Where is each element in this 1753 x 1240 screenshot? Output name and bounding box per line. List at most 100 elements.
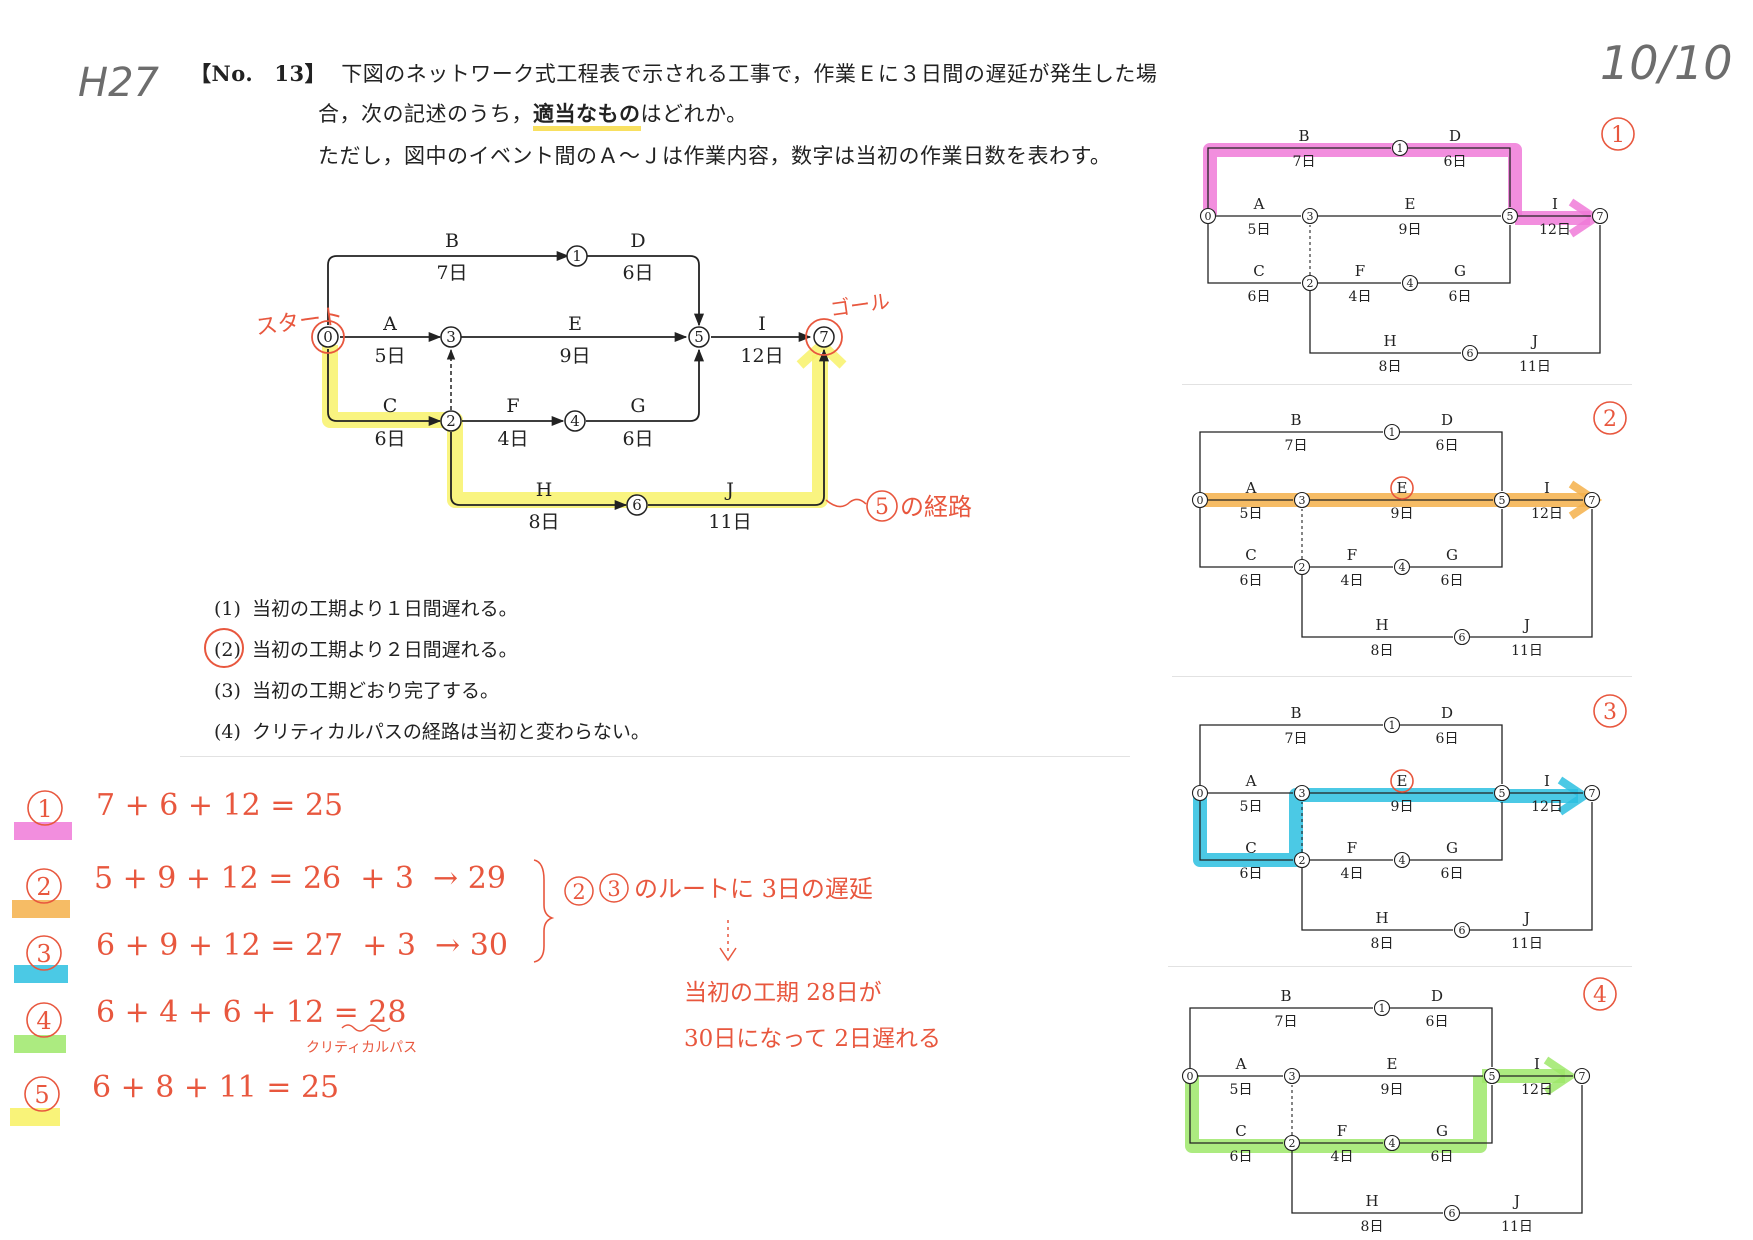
panel-1-node-0-label: 0 bbox=[1205, 210, 1212, 223]
route4-swatch bbox=[14, 1035, 66, 1053]
label-E: E bbox=[568, 313, 582, 335]
panel-1-days-J: 11日 bbox=[1519, 359, 1551, 375]
days-C: 6日 bbox=[374, 428, 405, 450]
panel-1-node-6 bbox=[1461, 344, 1479, 362]
panel-4-label-C: C bbox=[1235, 1122, 1246, 1140]
panel-4-node-5-label: 5 bbox=[1489, 1070, 1496, 1083]
panel-1-days-D: 6日 bbox=[1444, 154, 1467, 170]
panel-2-edge-B bbox=[1199, 431, 1383, 492]
panel-4-label-E: E bbox=[1387, 1055, 1398, 1073]
panel-3-label-C: C bbox=[1245, 839, 1256, 857]
panel-2-label-C: C bbox=[1245, 546, 1256, 564]
panel-4-edge-G bbox=[1400, 1085, 1493, 1144]
route3-swatch bbox=[14, 965, 68, 983]
days-A: 5日 bbox=[374, 345, 405, 367]
label-F: F bbox=[506, 395, 519, 417]
panel-2-node-3 bbox=[1293, 491, 1311, 509]
panel-1-label-C: C bbox=[1253, 262, 1264, 280]
panel-4-node-1-label: 1 bbox=[1379, 1002, 1386, 1015]
edge-B bbox=[327, 250, 570, 325]
option-3-num: (3) bbox=[214, 680, 241, 702]
panel-3-label-G: G bbox=[1446, 839, 1458, 857]
panel-2-node-1 bbox=[1383, 423, 1401, 441]
panel-4-days-H: 8日 bbox=[1361, 1219, 1384, 1235]
panel-1-node-5 bbox=[1501, 207, 1519, 225]
panel-3-edge-H bbox=[1301, 868, 1453, 931]
question-number: 13】 bbox=[274, 61, 327, 86]
node-6-label: 6 bbox=[632, 496, 642, 514]
panel-4-highlight bbox=[1185, 1075, 1487, 1153]
panel-3-node-5-label: 5 bbox=[1499, 787, 1506, 800]
question-text-2b: はどれか。 bbox=[640, 102, 748, 126]
panel-2-label-D: D bbox=[1441, 411, 1453, 429]
panel-3-number: 3 bbox=[1603, 700, 1617, 725]
panel-1-label-J: J bbox=[1530, 332, 1538, 350]
panel-2-days-B: 7日 bbox=[1285, 438, 1308, 454]
panel-3-label-I: I bbox=[1544, 772, 1550, 790]
panel-1-node-7 bbox=[1591, 207, 1609, 225]
goal-circle-mark bbox=[805, 318, 843, 356]
option-2-text: 当初の工期より２日間遅れる。 bbox=[252, 639, 518, 661]
question-text-1: 下図のネットワーク式工程表で示される工事で，作業Ｅに３日間の遅延が発生した場 bbox=[341, 62, 1158, 86]
route-panel-3: B7日D6日A5日E9日I12日C6日F4日G6日H8日J11日01234567… bbox=[1191, 694, 1627, 952]
panel-2-label-I: I bbox=[1544, 479, 1550, 497]
panel-2-node-0-label: 0 bbox=[1197, 494, 1204, 507]
panel-2-node-6 bbox=[1453, 628, 1471, 646]
route5-expr: 6 + 8 + 11 = 25 bbox=[92, 1070, 339, 1105]
panel-3-node-4-label: 4 bbox=[1399, 854, 1406, 867]
route2-num-circle bbox=[26, 868, 62, 904]
panel-4-days-I: 12日 bbox=[1521, 1082, 1553, 1098]
panel-2-days-I: 12日 bbox=[1531, 506, 1563, 522]
route5-num-circle bbox=[866, 490, 898, 522]
panel-3-days-I: 12日 bbox=[1531, 799, 1563, 815]
panel-3-label-D: D bbox=[1441, 704, 1453, 722]
panel-1-edge-B bbox=[1207, 147, 1391, 208]
panel-4-label-G: G bbox=[1436, 1122, 1448, 1140]
panel-3-node-2-label: 2 bbox=[1299, 854, 1306, 867]
panel-2-node-2-label: 2 bbox=[1299, 561, 1306, 574]
panel-1-edge-D bbox=[1408, 147, 1511, 207]
route5-highlight bbox=[322, 345, 828, 508]
divider-right-1 bbox=[1182, 384, 1632, 385]
panel-2-label-G: G bbox=[1446, 546, 1458, 564]
divider-right-2 bbox=[1172, 676, 1632, 677]
panel-3-E-mark bbox=[1390, 769, 1414, 793]
node-7 bbox=[813, 326, 835, 348]
panel-4-edge-D bbox=[1390, 1007, 1493, 1067]
node-2 bbox=[440, 410, 462, 432]
panel-3-days-E: 9日 bbox=[1391, 799, 1414, 815]
panel-1-edge-C bbox=[1207, 224, 1301, 284]
panel-3-number-circle bbox=[1593, 694, 1627, 728]
divider-right-3 bbox=[1168, 966, 1632, 967]
panel-1-node-1 bbox=[1391, 139, 1409, 157]
panel-4-days-E: 9日 bbox=[1381, 1082, 1404, 1098]
route4-num-circle bbox=[26, 1002, 62, 1038]
panel-1-node-5-label: 5 bbox=[1507, 210, 1514, 223]
option-4-num: (4) bbox=[214, 721, 241, 743]
delay-note-n3-circle bbox=[599, 873, 629, 903]
option-4: (4)クリティカルパスの経路は当初と変わらない。 bbox=[214, 717, 650, 744]
panel-4-days-G: 6日 bbox=[1431, 1149, 1454, 1165]
panel-3-node-1 bbox=[1383, 716, 1401, 734]
node-3 bbox=[440, 326, 462, 348]
panel-1-edge-G bbox=[1418, 225, 1511, 284]
panel-3-days-H: 8日 bbox=[1371, 936, 1394, 952]
panel-3-node-1-label: 1 bbox=[1389, 719, 1396, 732]
days-G: 6日 bbox=[622, 428, 653, 450]
score: 10/10 bbox=[1600, 36, 1733, 90]
panel-3-days-D: 6日 bbox=[1436, 731, 1459, 747]
panel-3-edge-C bbox=[1199, 801, 1293, 861]
route1-num-circle bbox=[27, 790, 63, 826]
panel-1-node-3 bbox=[1301, 207, 1319, 225]
panel-1-node-3-label: 3 bbox=[1307, 210, 1314, 223]
panel-4-label-A: A bbox=[1235, 1055, 1247, 1073]
panel-1-node-4 bbox=[1401, 274, 1419, 292]
option-3-text: 当初の工期どおり完了する。 bbox=[252, 680, 500, 702]
label-I: I bbox=[758, 313, 766, 335]
panel-2-node-4-label: 4 bbox=[1399, 561, 1406, 574]
panel-3-days-F: 4日 bbox=[1341, 866, 1364, 882]
question-line-2: 合，次の記述のうち，適当なものはどれか。 bbox=[318, 98, 748, 131]
panel-2-edge-J bbox=[1470, 509, 1593, 638]
panel-2-days-J: 11日 bbox=[1511, 643, 1543, 659]
